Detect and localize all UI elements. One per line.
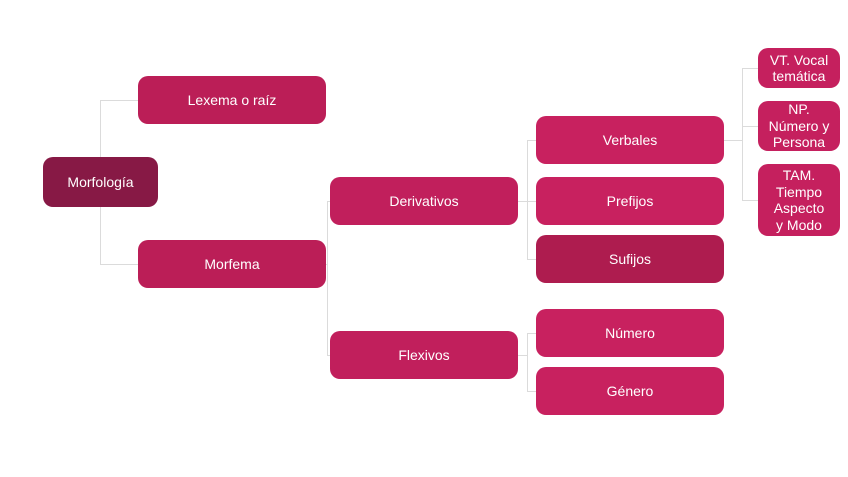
connector-line (527, 140, 528, 259)
node-label-flexivos: Flexivos (398, 346, 450, 363)
connector-line (100, 100, 138, 101)
node-label-vt: VT. Vocal temática (769, 51, 829, 85)
node-label-lexema: Lexema o raíz (187, 91, 277, 108)
node-numero[interactable]: Número (536, 309, 724, 357)
node-np[interactable]: NP. Número y Persona (758, 101, 840, 151)
node-label-sufijos: Sufijos (608, 250, 652, 267)
connector-line (327, 201, 328, 355)
node-label-numero: Número (605, 324, 655, 341)
node-label-derivativos: Derivativos (389, 192, 459, 209)
connector-line (327, 201, 330, 202)
node-verbales[interactable]: Verbales (536, 116, 724, 164)
node-label-genero: Género (606, 382, 654, 399)
node-morfema[interactable]: Morfema (138, 240, 326, 288)
connector-line (527, 201, 536, 202)
node-label-tam: TAM. Tiempo Aspecto y Modo (773, 167, 825, 233)
connector-line (527, 333, 536, 334)
node-tam[interactable]: TAM. Tiempo Aspecto y Modo (758, 164, 840, 236)
connector-line (527, 391, 536, 392)
node-genero[interactable]: Género (536, 367, 724, 415)
node-prefijos[interactable]: Prefijos (536, 177, 724, 225)
connector-line (327, 355, 330, 356)
connector-line (742, 68, 743, 200)
connector-line (742, 200, 758, 201)
node-derivativos[interactable]: Derivativos (330, 177, 518, 225)
node-vt[interactable]: VT. Vocal temática (758, 48, 840, 88)
node-label-morfema: Morfema (204, 255, 260, 272)
node-flexivos[interactable]: Flexivos (330, 331, 518, 379)
node-label-verbales: Verbales (602, 131, 658, 148)
node-label-prefijos: Prefijos (606, 192, 654, 209)
node-label-morfologia: Morfología (67, 173, 134, 190)
connector-line (742, 126, 758, 127)
connector-line (100, 264, 138, 265)
node-sufijos[interactable]: Sufijos (536, 235, 724, 283)
connector-line (527, 140, 536, 141)
node-label-np: NP. Número y Persona (768, 101, 830, 151)
connector-line (527, 259, 536, 260)
connector-line (527, 333, 528, 391)
node-lexema[interactable]: Lexema o raíz (138, 76, 326, 124)
connector-line (742, 68, 758, 69)
node-morfologia[interactable]: Morfología (43, 157, 158, 207)
